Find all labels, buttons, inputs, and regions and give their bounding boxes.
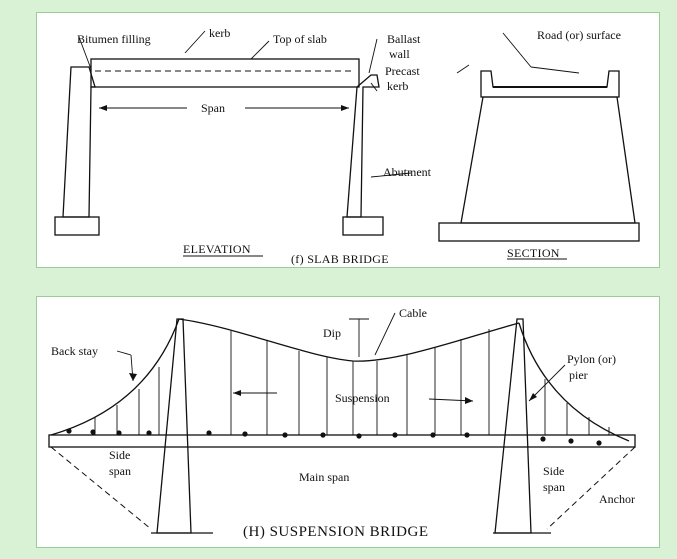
right-anchor-line (546, 446, 636, 530)
left-back-stay (50, 318, 180, 436)
left-side-span-label-2: span (109, 464, 131, 478)
left-footing (54, 216, 100, 236)
left-pylon (156, 318, 192, 534)
right-footing (342, 216, 384, 236)
abutment-label: Abutment (383, 165, 432, 179)
ballast-wall-label-2: wall (389, 47, 410, 61)
bitumen-filling-label: Bitumen filling (77, 32, 151, 46)
section-footing (438, 222, 640, 242)
elevation-title: ELEVATION (183, 242, 251, 256)
pylon-label-2: pier (569, 368, 588, 382)
left-side-span-label-1: Side (109, 448, 130, 462)
precast-kerb-label-1: Precast (385, 64, 420, 78)
main-span-label: Main span (299, 470, 349, 484)
slab-deck (90, 58, 360, 88)
right-side-span-label-1: Side (543, 464, 564, 478)
section-title: SECTION (507, 246, 560, 260)
dip-label: Dip (323, 326, 341, 340)
left-pier (62, 66, 96, 218)
suspension-label: Suspension (335, 391, 390, 405)
suspension-bridge-panel: Back stay Cable Dip Pylon (or) pier Susp… (36, 296, 660, 548)
anchor-label: Anchor (599, 492, 635, 506)
right-pylon (494, 318, 532, 534)
pylon-label-1: Pylon (or) (567, 352, 616, 366)
suspension-bridge-title: (H) SUSPENSION BRIDGE (243, 524, 429, 540)
section-pier (460, 96, 636, 224)
slab-bridge-panel: Bitumen filling kerb Top of slab Ballast… (36, 12, 660, 268)
left-anchor-line (50, 446, 152, 530)
slab-bridge-figure-title: (f) SLAB BRIDGE (291, 252, 389, 266)
section-deck (480, 70, 620, 98)
suspension-bridge-diagram: Back stay Cable Dip Pylon (or) pier Susp… (48, 306, 636, 540)
kerb-label: kerb (209, 26, 230, 40)
right-back-stay (518, 322, 630, 442)
span-label: Span (201, 101, 225, 115)
bridge-deck (48, 434, 636, 448)
back-stay-label: Back stay (51, 344, 98, 358)
right-side-span-label-2: span (543, 480, 565, 494)
main-cable (178, 318, 520, 362)
cable-label: Cable (399, 306, 427, 320)
slab-bridge-diagram: Bitumen filling kerb Top of slab Ballast… (54, 26, 640, 266)
right-abutment (346, 74, 380, 218)
ballast-wall-label-1: Ballast (387, 32, 421, 46)
precast-kerb-label-2: kerb (387, 79, 408, 93)
top-of-slab-label: Top of slab (273, 32, 327, 46)
road-surface-label: Road (or) surface (537, 28, 621, 42)
